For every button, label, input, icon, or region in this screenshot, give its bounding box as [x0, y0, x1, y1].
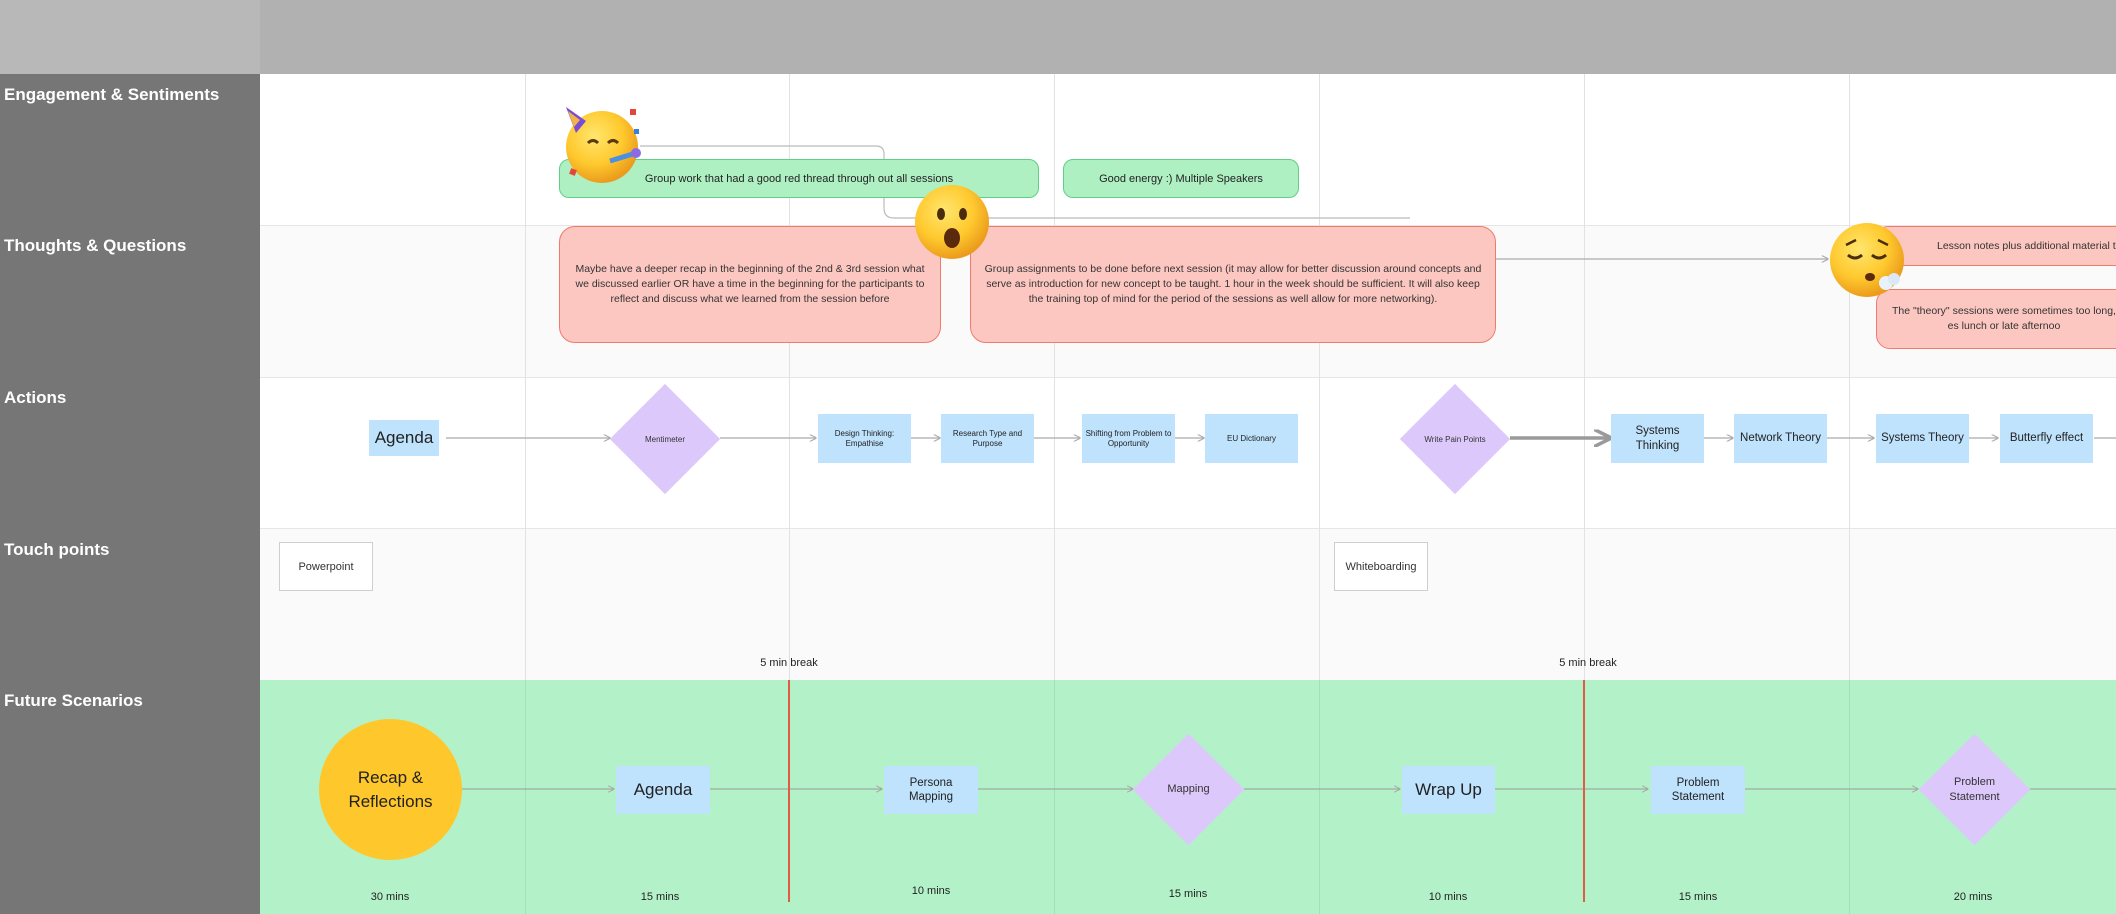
break-label: 5 min break: [760, 657, 818, 669]
column-separator: [1849, 74, 1850, 680]
duration-label: 10 mins: [911, 885, 951, 897]
action-mentimeter-diamond[interactable]: Mentimeter: [609, 383, 721, 495]
future-agenda-box[interactable]: Agenda: [616, 766, 710, 814]
column-separator: [1319, 680, 1320, 914]
lane-sidebar: [0, 74, 260, 914]
action-design-thinking-box[interactable]: Design Thinking: Empathise: [818, 414, 911, 463]
column-separator: [789, 74, 790, 680]
column-separator: [1054, 74, 1055, 680]
lane-label-thoughts: Thoughts & Questions: [4, 236, 187, 255]
future-agenda-label: Agenda: [633, 780, 693, 800]
duration-label: 15 mins: [1168, 888, 1208, 900]
column-separator: [1849, 680, 1850, 914]
lane-separator: [260, 377, 2116, 378]
action-eu-dictionary-box[interactable]: EU Dictionary: [1205, 414, 1298, 463]
future-persona-mapping-box[interactable]: Persona Mapping: [884, 766, 978, 814]
lane-label-actions: Actions: [4, 388, 67, 407]
action-agenda-box[interactable]: Agenda: [369, 420, 439, 456]
future-problem-statement-diamond-label: Problem Statement: [1949, 775, 2000, 803]
duration-label: 15 mins: [640, 891, 680, 903]
action-eu-dictionary-label: EU Dictionary: [1227, 433, 1276, 443]
action-write-pain-points-diamond[interactable]: Write Pain Points: [1399, 383, 1511, 495]
lane-touchpoints-area: [260, 528, 2116, 680]
future-mapping-diamond[interactable]: Mapping: [1132, 733, 1245, 846]
duration-label: 10 mins: [1428, 891, 1468, 903]
break-label: 5 min break: [1559, 657, 1617, 669]
future-recap-label: Recap & Reflections: [348, 767, 433, 811]
future-problem-statement-box-label: Problem Statement: [1671, 776, 1725, 803]
thought-note-text: Lesson notes plus additional material to…: [1937, 239, 2116, 252]
future-wrap-up-box[interactable]: Wrap Up: [1402, 766, 1495, 814]
action-network-theory-box[interactable]: Network Theory: [1734, 414, 1827, 463]
header-bar: [260, 0, 2116, 74]
astonished-face-icon: [913, 183, 991, 261]
thought-note-group-assignments[interactable]: Group assignments to be done before next…: [970, 226, 1496, 343]
touchpoint-whiteboarding-label: Whiteboarding: [1345, 560, 1417, 573]
action-butterfly-effect-label: Butterfly effect: [2009, 432, 2084, 445]
column-separator: [1054, 680, 1055, 914]
engagement-note-text: Group work that had a good red thread th…: [644, 172, 954, 185]
engagement-note-good-energy[interactable]: Good energy :) Multiple Speakers: [1063, 159, 1299, 198]
action-research-type-box[interactable]: Research Type and Purpose: [941, 414, 1034, 463]
column-separator: [1319, 74, 1320, 680]
action-shifting-box[interactable]: Shifting from Problem to Opportunity: [1082, 414, 1175, 463]
future-wrap-up-label: Wrap Up: [1415, 780, 1482, 800]
duration-label: 20 mins: [1953, 891, 1993, 903]
future-mapping-label: Mapping: [1167, 783, 1210, 796]
thought-note-deeper-recap[interactable]: Maybe have a deeper recap in the beginni…: [559, 226, 941, 343]
thought-note-lesson-notes[interactable]: Lesson notes plus additional material to…: [1876, 226, 2116, 266]
lane-label-engagement: Engagement & Sentiments: [4, 85, 220, 104]
touchpoint-whiteboarding[interactable]: Whiteboarding: [1334, 542, 1428, 591]
action-systems-theory-label: Systems Theory: [1881, 432, 1964, 445]
partying-face-icon: [560, 103, 642, 185]
future-recap-circle[interactable]: Recap & Reflections: [319, 719, 462, 860]
action-design-thinking-label: Design Thinking: Empathise: [834, 428, 895, 448]
lane-label-touchpoints: Touch points: [4, 540, 110, 559]
duration-label: 30 mins: [370, 891, 410, 903]
thought-note-theory-sessions[interactable]: The "theory" sessions were sometimes too…: [1876, 289, 2116, 349]
action-write-pain-points-label: Write Pain Points: [1424, 434, 1486, 444]
header-corner: [0, 0, 260, 74]
lane-separator: [260, 225, 2116, 226]
action-research-type-label: Research Type and Purpose: [952, 428, 1023, 448]
thought-note-text: Maybe have a deeper recap in the beginni…: [575, 263, 925, 305]
exhaling-face-icon: [1828, 221, 1906, 299]
lane-separator: [260, 528, 2116, 529]
future-problem-statement-diamond[interactable]: Problem Statement: [1918, 733, 2031, 846]
future-problem-statement-box[interactable]: Problem Statement: [1651, 766, 1745, 814]
action-systems-thinking-label: Systems Thinking: [1635, 425, 1680, 452]
action-network-theory-label: Network Theory: [1740, 432, 1821, 445]
thought-note-text: Group assignments to be done before next…: [984, 263, 1482, 305]
column-separator: [1584, 74, 1585, 680]
action-agenda-label: Agenda: [374, 428, 434, 448]
touchpoint-powerpoint[interactable]: Powerpoint: [279, 542, 373, 591]
column-separator: [525, 680, 526, 914]
column-separator: [525, 74, 526, 680]
engagement-note-text: Good energy :) Multiple Speakers: [1099, 172, 1263, 185]
action-butterfly-effect-box[interactable]: Butterfly effect: [2000, 414, 2093, 463]
action-mentimeter-label: Mentimeter: [644, 434, 685, 444]
future-persona-mapping-label: Persona Mapping: [908, 776, 954, 803]
action-systems-theory-box[interactable]: Systems Theory: [1876, 414, 1969, 463]
action-systems-thinking-box[interactable]: Systems Thinking: [1611, 414, 1704, 463]
action-shifting-label: Shifting from Problem to Opportunity: [1085, 428, 1172, 448]
lane-label-future: Future Scenarios: [4, 691, 143, 710]
touchpoint-powerpoint-label: Powerpoint: [298, 560, 354, 573]
duration-label: 15 mins: [1678, 891, 1718, 903]
thought-note-text: The "theory" sessions were sometimes too…: [1892, 305, 2116, 332]
